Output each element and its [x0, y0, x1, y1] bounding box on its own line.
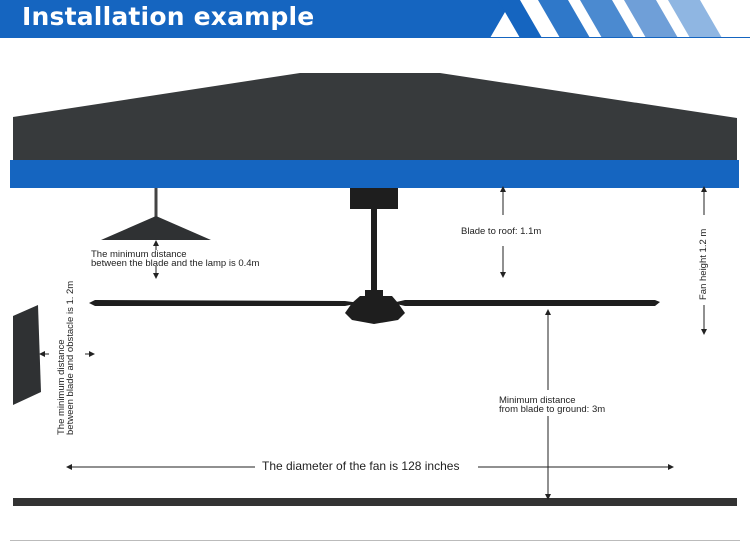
- floor: [13, 498, 737, 506]
- header-stripe-3: [580, 0, 634, 38]
- lamp-distance-label-1: The minimum distance: [91, 249, 187, 260]
- page-title: Installation example: [22, 2, 315, 31]
- roof: [13, 73, 737, 160]
- header-banner: Installation example: [0, 0, 750, 38]
- header-stripe-2: [538, 0, 590, 38]
- lamp-distance-label-2: between the blade and the lamp is 0.4m: [91, 258, 260, 269]
- fan-hub: [345, 296, 405, 324]
- fan-mount: [350, 188, 398, 209]
- ceiling-beam: [10, 160, 739, 188]
- fan-downrod: [371, 209, 377, 293]
- lamp-shade: [101, 216, 211, 240]
- fan-blade-left: [89, 300, 360, 306]
- blade-to-roof-label: Blade to roof: 1.1m: [461, 226, 542, 237]
- header-stripes: [0, 0, 750, 38]
- header-stripe-1: [498, 0, 542, 38]
- obstacle-wall: [13, 305, 41, 405]
- fan-motor-top: [365, 290, 383, 298]
- obstacle-distance-label-2: between blade and obstacle is 1. 2m: [65, 280, 76, 435]
- fan-height-label: Fan height 1.2 m: [698, 228, 709, 300]
- header-stripe-5: [668, 0, 722, 38]
- fan-blade-right: [392, 300, 660, 306]
- header-stripe-4: [624, 0, 678, 38]
- ground-distance-label-1: Minimum distance: [499, 395, 576, 406]
- diameter-label: The diameter of the fan is 128 inches: [259, 459, 463, 473]
- header-band: [0, 0, 512, 38]
- ground-distance-label-2: from blade to ground: 3m: [499, 404, 606, 415]
- lamp-cord: [154, 188, 158, 217]
